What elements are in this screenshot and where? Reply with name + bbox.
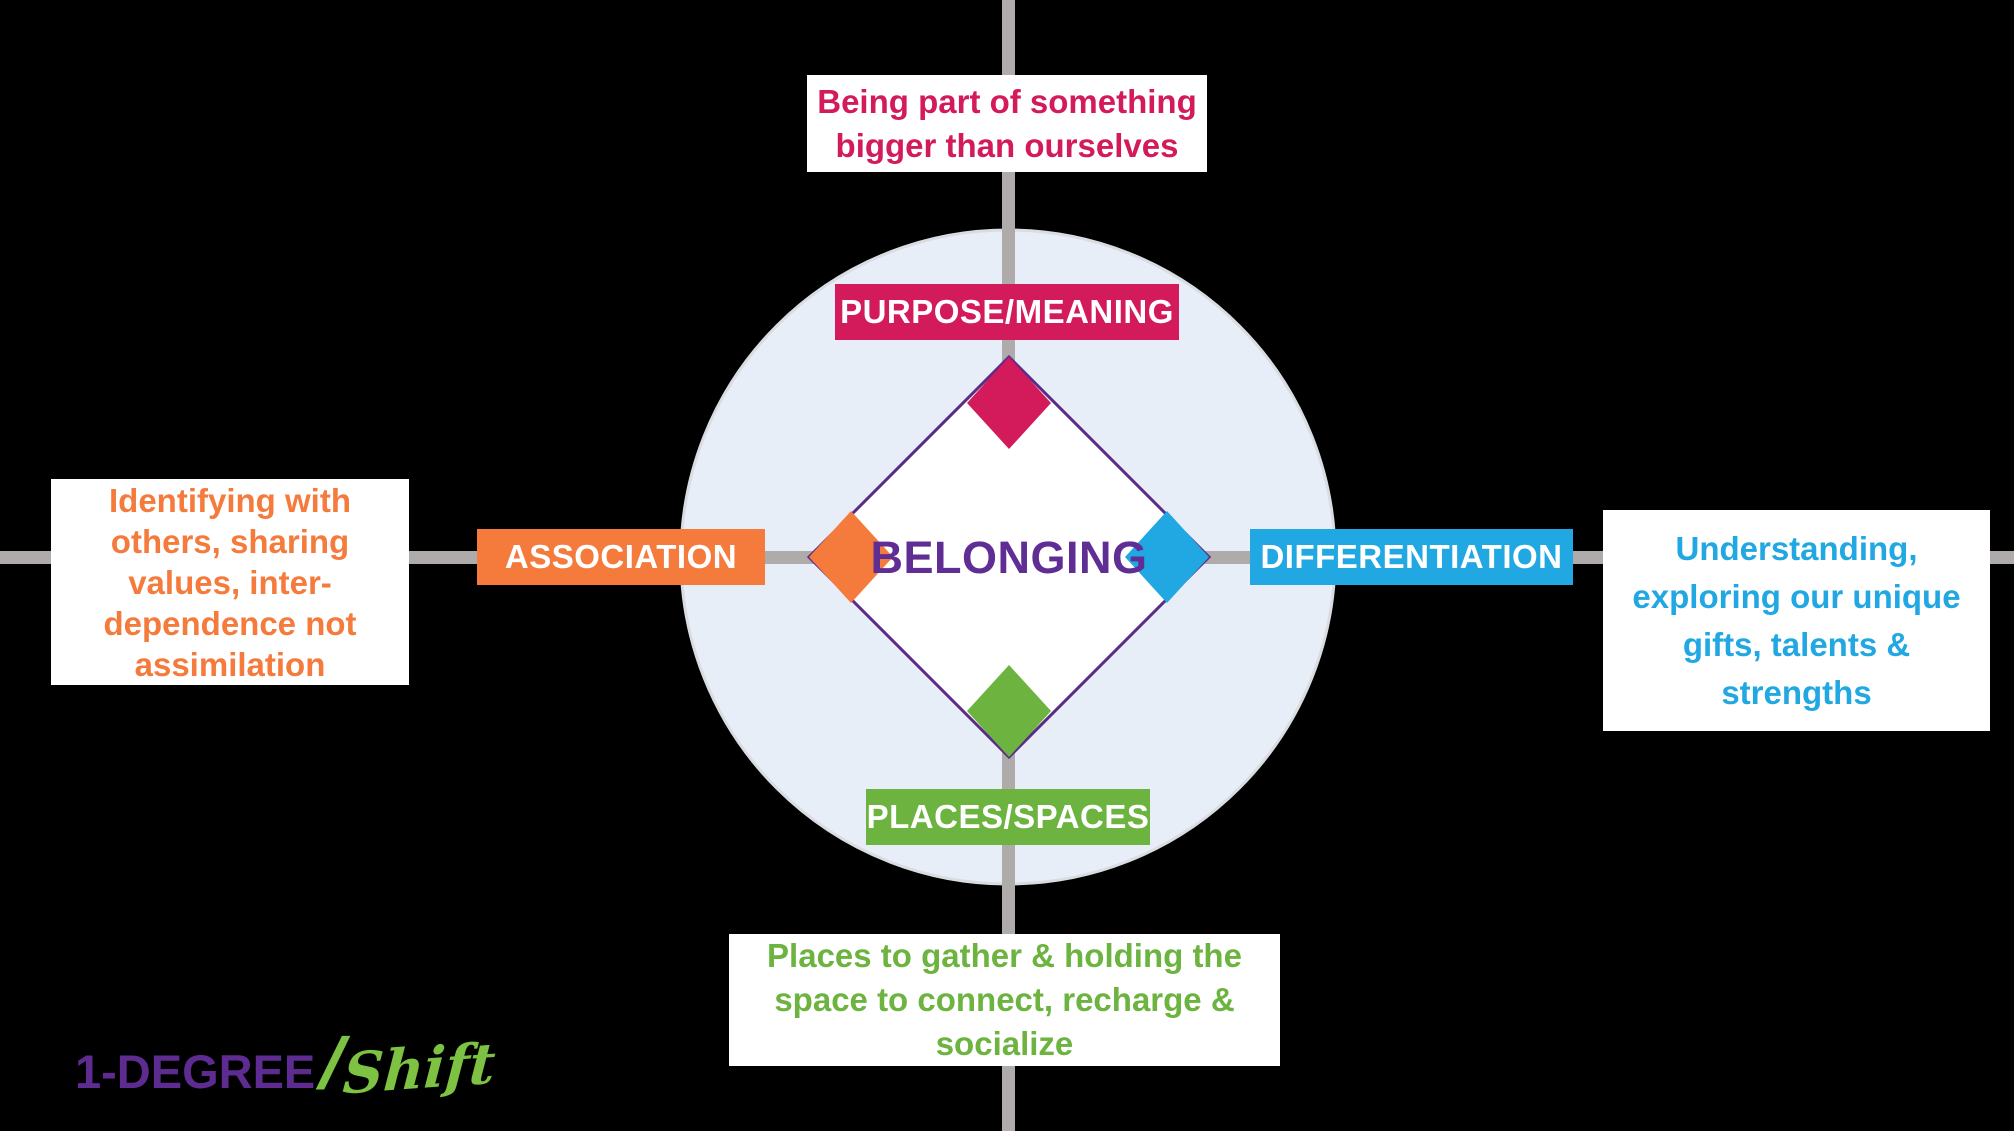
association-label: ASSOCIATION (477, 529, 765, 585)
differentiation-note-box: Understanding, exploring our unique gift… (1603, 510, 1990, 731)
one-degree-shift-logo: 1-DEGREE / Shift (75, 1022, 498, 1108)
differentiation-note-line: strengths (1721, 673, 1872, 711)
association-note-line: assimilation (134, 645, 326, 683)
places-note-box: Places to gather & holding the space to … (729, 934, 1280, 1066)
association-note-line: others, sharing (110, 522, 350, 560)
purpose-vertex-diamond (967, 357, 1051, 449)
logo-script-text: Shift (341, 1030, 498, 1108)
belonging-center-label: BELONGING (870, 532, 1148, 583)
places-spaces-label: PLACES/SPACES (866, 789, 1150, 845)
differentiation-note-line: exploring our unique (1632, 577, 1961, 615)
places-note-line: socialize (935, 1025, 1074, 1062)
differentiation-label: DIFFERENTIATION (1250, 529, 1573, 585)
places-note-line: space to connect, recharge & (774, 981, 1235, 1018)
purpose-note-box: Being part of something bigger than ours… (807, 75, 1207, 172)
association-note-line: Identifying with (109, 481, 351, 519)
places-note-line: Places to gather & holding the (767, 937, 1242, 974)
logo-brand-text: 1-DEGREE (75, 1045, 316, 1098)
purpose-note-line: Being part of something (817, 82, 1197, 120)
differentiation-note-line: Understanding, (1675, 529, 1918, 567)
association-vertex-diamond (809, 511, 893, 603)
association-note-line: dependence not (103, 604, 357, 642)
differentiation-vertex-diamond (1125, 511, 1209, 603)
purpose-note-line: bigger than ourselves (835, 126, 1179, 164)
association-note-box: Identifying with others, sharing values,… (51, 479, 409, 685)
differentiation-note-line: gifts, talents & (1682, 625, 1911, 663)
places-vertex-diamond (967, 665, 1051, 757)
purpose-meaning-label: PURPOSE/MEANING (835, 284, 1179, 340)
association-note-line: values, inter- (128, 563, 332, 601)
